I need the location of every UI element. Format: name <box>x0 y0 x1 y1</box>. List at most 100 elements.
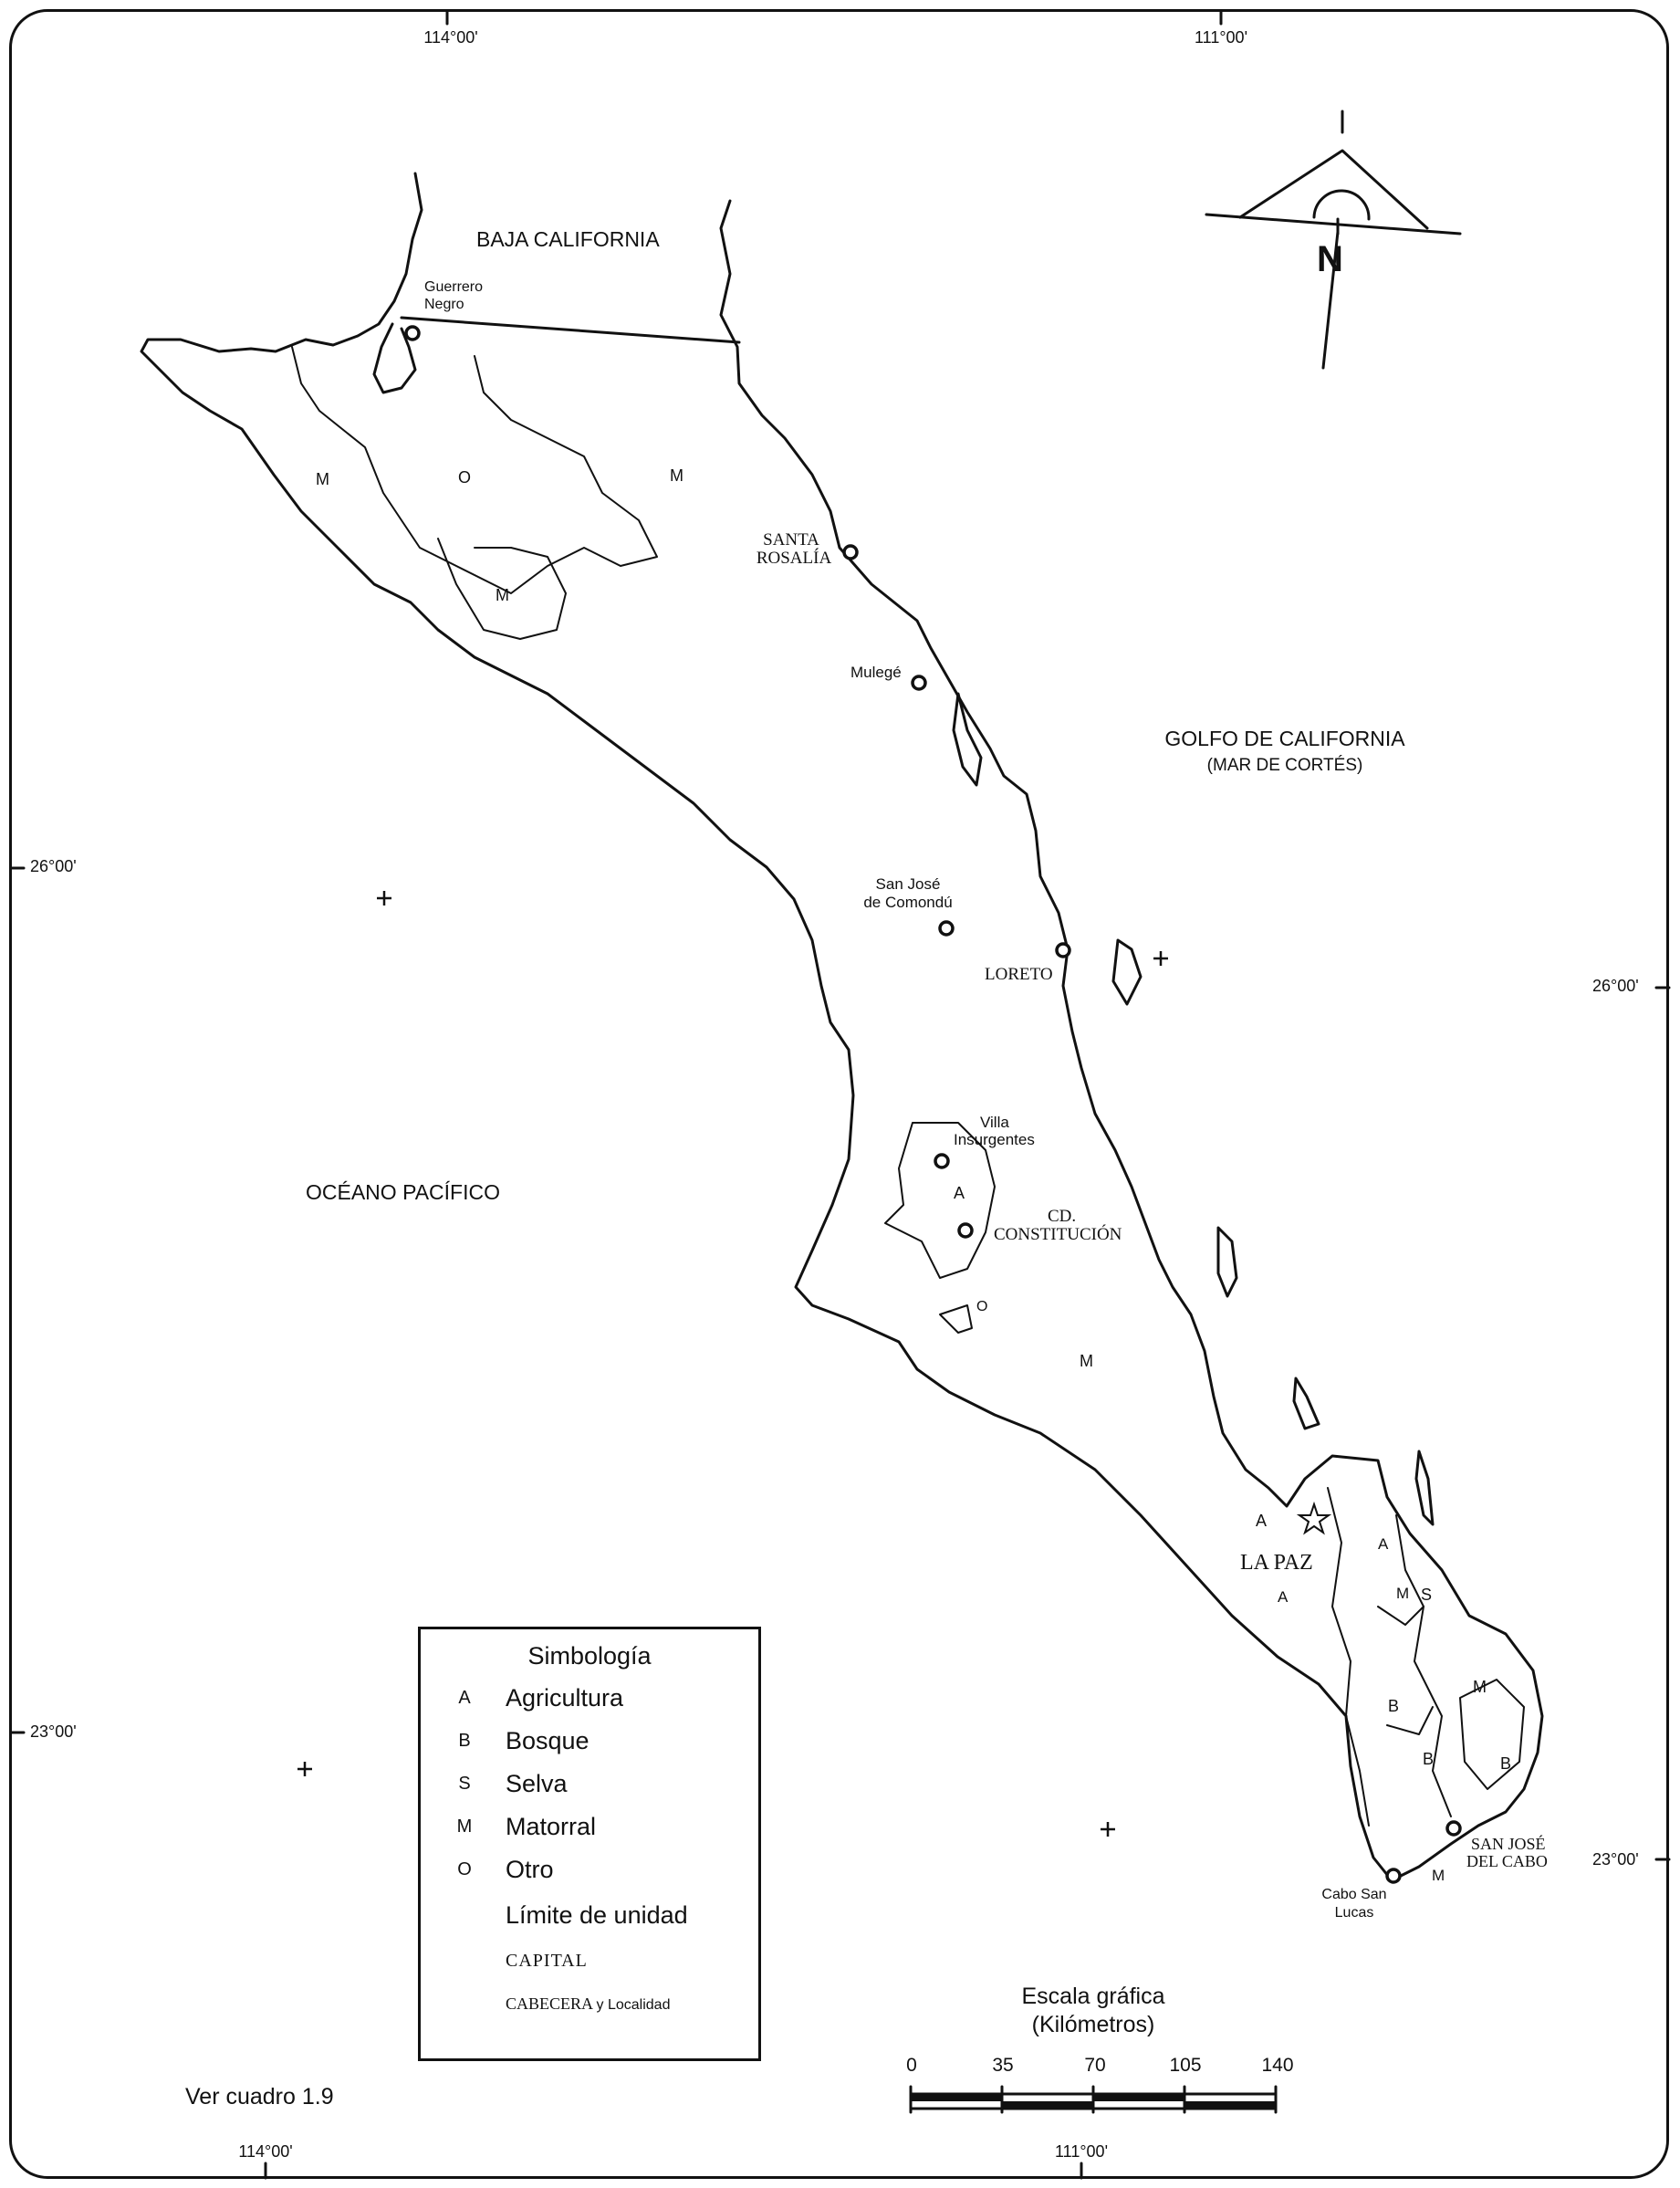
unit-boundary-central <box>884 1122 996 1279</box>
label-san-jose-cabo-1: SAN JOSÉ <box>1471 1835 1546 1853</box>
legend-label: Matorral <box>506 1813 597 1840</box>
region-golfo-1: GOLFO DE CALIFORNIA <box>1164 727 1405 750</box>
label-san-jose-cabo-2: DEL CABO <box>1466 1852 1548 1870</box>
place-markers <box>404 325 1462 1884</box>
unit-boundary-cape-1 <box>1327 1487 1370 1827</box>
label-cd-constitucion-2: CONSTITUCIÓN <box>994 1225 1122 1244</box>
legend-label: Otro <box>506 1856 554 1883</box>
legend-label: Bosque <box>506 1727 590 1754</box>
legend-label-main: CABECERA <box>506 1994 593 2013</box>
legend-label: Selva <box>506 1770 568 1797</box>
marker-cabo-san-lucas <box>1385 1868 1402 1884</box>
unit-o1: O <box>458 468 472 487</box>
unit-boundary-m2 <box>437 538 567 640</box>
unit-boundary-o2 <box>939 1304 973 1334</box>
scale-seg-3 <box>1093 2094 1184 2101</box>
label-cd-constitucion-1: CD. <box>1048 1207 1077 1226</box>
label-santa-rosalia-2: ROSALÍA <box>756 549 832 568</box>
scale-tick-35: 35 <box>992 2055 1014 2076</box>
label-cabo-san-lucas-2: Lucas <box>1334 1905 1374 1921</box>
marker-san-jose-comondu <box>938 920 955 937</box>
coastline <box>140 172 1544 1882</box>
legend-label: CAPITAL <box>506 1951 588 1971</box>
legend-title: Simbología <box>527 1642 652 1670</box>
unit-boundary-cape-2 <box>1395 1514 1452 1817</box>
label-guerrero-negro-2: Negro <box>424 297 464 312</box>
north-letter: N <box>1317 239 1343 279</box>
lon-bottom-right: 111°00' <box>1054 2142 1109 2161</box>
legend-label: CABECERA y Localidad <box>506 1994 670 2014</box>
island-1 <box>952 692 983 787</box>
legend-box: Simbología A Agricultura B Bosque S Selv… <box>418 1627 761 2061</box>
legend-item-matorral: M Matorral <box>421 1811 758 1848</box>
unit-boundary-cape-4 <box>1377 1606 1424 1626</box>
scale-seg-2b <box>1002 2101 1093 2109</box>
lon-top-right: 111°00' <box>1194 28 1248 47</box>
legend-symbol: A <box>458 1688 471 1708</box>
region-golfo-2: (MAR DE CORTÉS) <box>1206 756 1363 775</box>
island-2 <box>1111 938 1143 1006</box>
unit-a3: A <box>1378 1535 1389 1553</box>
lon-top-left: 114°00' <box>423 28 478 47</box>
legend-item-bosque: B Bosque <box>421 1725 758 1762</box>
scale-seg-4b <box>1184 2101 1276 2109</box>
marker-santa-rosalia <box>842 544 859 560</box>
unit-m1: M <box>316 470 329 488</box>
legend-item-otro: O Otro <box>421 1854 758 1890</box>
label-villa-insurgentes-2: Insurgentes <box>954 1131 1035 1148</box>
unit-a2: A <box>1256 1512 1268 1530</box>
label-villa-insurgentes-1: Villa <box>980 1114 1009 1131</box>
legend-symbol: M <box>456 1816 473 1837</box>
legend-item-capital: CAPITAL <box>421 1943 758 1980</box>
unit-a1: A <box>954 1184 965 1202</box>
region-baja-california: BAJA CALIFORNIA <box>476 227 660 251</box>
lagoon <box>372 322 417 394</box>
unit-boundary-cape-3 <box>1459 1679 1525 1790</box>
label-guerrero-negro-1: Guerrero <box>424 279 484 295</box>
unit-s1: S <box>1421 1586 1433 1604</box>
unit-m6: M <box>1473 1678 1487 1696</box>
legend-label: Límite de unidad <box>506 1901 688 1929</box>
marker-san-jose-cabo <box>1445 1820 1462 1837</box>
region-oceano: OCÉANO PACÍFICO <box>306 1180 500 1204</box>
label-mulege: Mulegé <box>850 664 902 681</box>
marker-cd-constitucion <box>957 1222 974 1239</box>
label-loreto: LORETO <box>985 965 1053 984</box>
scale-tick-105: 105 <box>1169 2055 1202 2076</box>
legend-label-tail: y Localidad <box>596 1997 671 2013</box>
unit-m7: M <box>1432 1867 1445 1884</box>
unit-m5: M <box>1396 1585 1410 1602</box>
legend-item-selva: S Selva <box>421 1768 758 1805</box>
graticule-crosses <box>297 891 1168 1837</box>
legend-symbol: B <box>458 1731 471 1751</box>
island-5 <box>1414 1450 1435 1526</box>
capital-star <box>1296 1501 1332 1535</box>
unit-a4: A <box>1278 1588 1289 1606</box>
unit-boundary-north <box>291 346 658 594</box>
unit-b1: B <box>1388 1697 1400 1715</box>
label-san-jose-comondu-2: de Comondú <box>863 894 953 911</box>
label-la-paz: LA PAZ <box>1240 1551 1313 1575</box>
scale-tick-140: 140 <box>1261 2055 1294 2076</box>
unit-m4: M <box>1080 1352 1093 1370</box>
unit-o2: O <box>976 1299 988 1314</box>
lat-left-lower: 23°00' <box>30 1722 77 1741</box>
lon-bottom-left: 114°00' <box>238 2142 293 2161</box>
scale-tick-70: 70 <box>1084 2055 1106 2076</box>
marker-loreto <box>1055 942 1071 958</box>
lat-left-upper: 26°00' <box>30 857 77 875</box>
island-3 <box>1216 1226 1238 1298</box>
legend-item-limite: Límite de unidad <box>421 1900 758 1936</box>
lat-right-upper: 26°00' <box>1592 977 1639 995</box>
lat-right-lower: 23°00' <box>1592 1850 1639 1869</box>
label-cabo-san-lucas-1: Cabo San <box>1321 1887 1387 1902</box>
legend-symbol: O <box>457 1859 472 1879</box>
island-4 <box>1292 1377 1320 1430</box>
label-santa-rosalia-1: SANTA <box>763 530 819 550</box>
scale-seg-1 <box>911 2094 1002 2101</box>
state-border <box>400 316 741 344</box>
note-ver-cuadro: Ver cuadro 1.9 <box>185 2084 334 2109</box>
north-arrow-lines <box>1205 110 1462 370</box>
marker-guerrero-negro <box>404 325 421 341</box>
